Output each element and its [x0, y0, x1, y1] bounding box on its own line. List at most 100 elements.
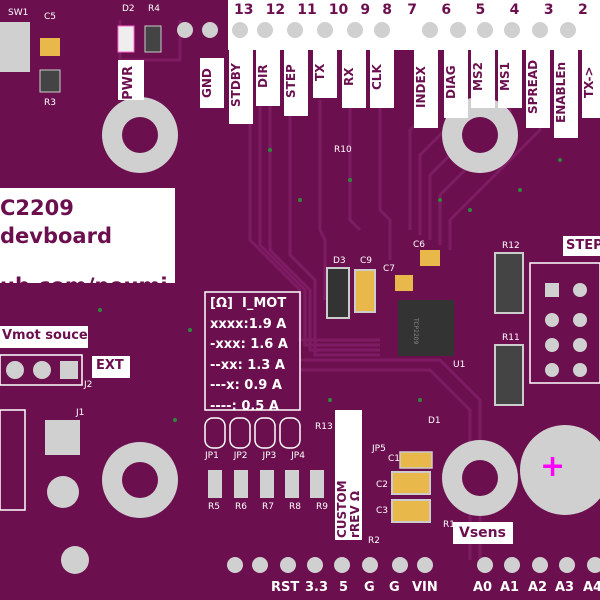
label-tx-arrow: TX-> [582, 46, 600, 118]
label-gnd: GND [200, 58, 224, 108]
pin-gnd-2: G [389, 580, 400, 595]
ext-label: EXT [96, 358, 124, 373]
vmot-label: Vmot souce [2, 328, 88, 343]
label-rx: RX [342, 46, 366, 108]
vias [98, 148, 562, 422]
bottom-resistors [208, 470, 324, 498]
table-header: [Ω] I_MOT [210, 296, 287, 311]
ref-r11: R11 [502, 333, 520, 343]
label-clk: CLK [370, 46, 394, 108]
label-dir: DIR [256, 46, 280, 106]
board-title: C2209 devboard ub.com/neumi [0, 194, 175, 300]
pin-12: 12 [265, 2, 286, 18]
jumper-labels: JP1 JP2 JP3 JP4 [205, 451, 305, 461]
pin-5: 5 [475, 2, 486, 18]
label-ms1: MS1 [498, 46, 522, 108]
title-box [0, 188, 175, 283]
bottom-pin-labels: RST 3.3 5 G G VIN A0 A1 A2 A3 A4 [265, 580, 600, 600]
jumper-pads [204, 417, 301, 449]
ref-r13: R13 [315, 422, 333, 432]
pin-labels-right: INDEX DIAG MS2 MS1 SPREAD ENABLEn TX-> [414, 28, 600, 138]
pin-10: 10 [328, 2, 349, 18]
table-row: ----: 0.5 A [210, 398, 279, 414]
label-ms2: MS2 [471, 46, 495, 108]
custom-text: CUSTOM [335, 480, 349, 538]
ref-r2: R2 [368, 536, 380, 546]
bottom-pin-pads [61, 546, 600, 574]
jp3-label: JP3 [262, 451, 277, 461]
steps-label: STEP [566, 238, 600, 253]
jp2-label: JP2 [233, 451, 248, 461]
header-silk-mid [228, 0, 398, 50]
ref-c2: C2 [376, 480, 389, 490]
label-step: STEP [284, 46, 308, 116]
vsens-label: Vsens [459, 525, 506, 541]
custom-block [335, 410, 362, 540]
current-table [204, 291, 301, 411]
pin-4: 4 [509, 2, 520, 18]
ref-c3: C3 [376, 506, 389, 516]
svg-text:+: + [540, 449, 565, 484]
ext-label-box [92, 356, 130, 378]
r7-label: R7 [262, 502, 274, 512]
ref-d3: D3 [333, 256, 346, 266]
title-line-1: C2209 devboard [0, 196, 112, 248]
ref-r12: R12 [502, 241, 520, 251]
pin-a0: A0 [473, 580, 493, 595]
pin-gnd-1: G [364, 580, 375, 595]
pin-7: 7 [407, 2, 417, 18]
r8-label: R8 [289, 502, 301, 512]
custom-label: CUSTOM rREV Ω [335, 460, 362, 538]
table-row: ---x: 0.9 A [210, 378, 282, 393]
pin-5v: 5 [339, 580, 349, 595]
ref-r4: R4 [148, 4, 160, 14]
driver-chip [398, 300, 454, 356]
pin-2: 2 [577, 2, 588, 18]
pin-3: 3 [543, 2, 554, 18]
pin-vin: VIN [412, 580, 438, 595]
pin-rst: RST [271, 580, 300, 595]
j1-label: J1 [76, 408, 85, 418]
ref-r10: R10 [334, 145, 352, 155]
ref-d2: D2 [122, 4, 135, 14]
ref-r3: R3 [44, 98, 56, 108]
ref-c1: C1 [388, 454, 401, 464]
label-index: INDEX [414, 46, 438, 128]
ref-c7: C7 [383, 264, 396, 274]
current-table-text: [Ω] I_MOT xxxx:1.9 A -xxx: 1.6 A --xx: 1… [210, 294, 305, 417]
pin-a2: A2 [528, 580, 548, 595]
pwr-label: PWR [121, 66, 136, 100]
ref-d1: D1 [428, 416, 441, 426]
pin-numbers-right: 7 6 5 4 3 2 [395, 2, 600, 18]
ref-u1: U1 [453, 360, 466, 370]
pin-labels-mid: GND STDBY DIR STEP TX RX CLK [200, 28, 400, 124]
ref-c6: C6 [413, 240, 426, 250]
electrolytic-capacitor [520, 425, 600, 515]
resistor-labels: R5 R6 R7 R8 R9 [208, 502, 328, 512]
mounting-holes [102, 97, 518, 518]
ref-c5: C5 [44, 12, 57, 22]
ref-sw1: SW1 [8, 8, 29, 18]
table-row: xxxx:1.9 A [210, 316, 287, 332]
label-enablen: ENABLEn [554, 46, 578, 138]
label-diag: DIAG [444, 46, 468, 118]
pin-9: 9 [360, 2, 371, 18]
r9-label: R9 [316, 502, 328, 512]
pin-numbers-mid: 13 12 11 10 9 8 [228, 2, 398, 18]
pin-3v3: 3.3 [305, 580, 329, 595]
label-stdby: STDBY [229, 46, 253, 124]
title-line-2: ub.com/neumi [0, 274, 168, 298]
r5-label: R5 [208, 502, 220, 512]
pin-a4: A4 [583, 580, 600, 595]
top-pin-pads [177, 22, 576, 38]
table-row: --xx: 1.3 A [210, 357, 285, 373]
ref-r1: R1 [443, 520, 455, 530]
j2-label: J2 [84, 380, 93, 390]
pin-6: 6 [441, 2, 452, 18]
jp4-label: JP4 [291, 451, 305, 461]
pin-11: 11 [297, 2, 317, 18]
table-row: -xxx: 1.6 A [210, 337, 288, 352]
label-tx: TX [313, 46, 337, 98]
pin-8: 8 [382, 2, 392, 18]
